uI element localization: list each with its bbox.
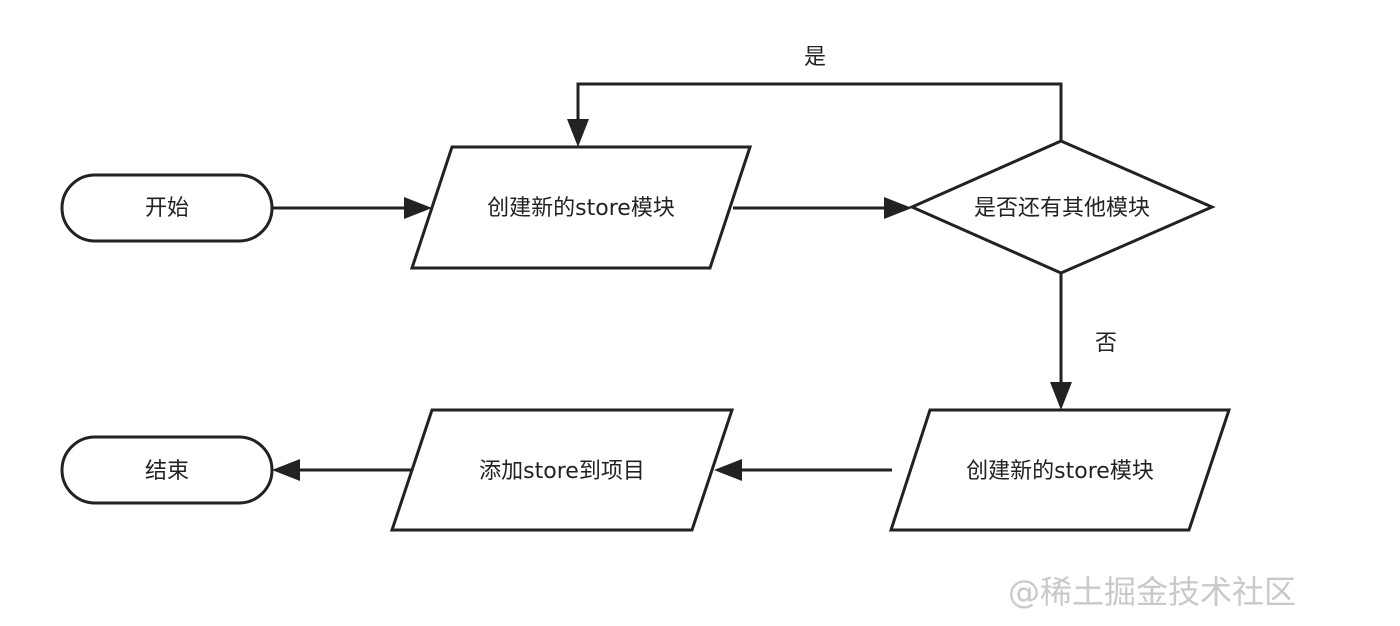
end-label: 结束 (145, 459, 189, 484)
node-create-module-top: 创建新的store模块 (409, 145, 753, 270)
arrowhead-no-down (1050, 382, 1072, 410)
yes-label: 是 (804, 45, 826, 70)
edges (272, 82, 1072, 481)
arrowhead-add (714, 459, 742, 481)
arrowhead-decision (884, 197, 912, 219)
add-to-project-label: 添加store到项目 (479, 459, 645, 484)
node-start: 开始 (60, 173, 274, 243)
node-decision: 是否还有其他模块 (908, 139, 1216, 275)
node-end: 结束 (60, 435, 274, 505)
watermark-text: @稀土掘金技术社区 (1008, 573, 1296, 611)
io-create-module-top (409, 145, 753, 270)
arrowhead-yes-loop (567, 119, 589, 147)
terminator-start (60, 173, 274, 243)
decision-label: 是否还有其他模块 (974, 196, 1150, 221)
create-module-top-label: 创建新的store模块 (487, 196, 675, 221)
node-create-module-bottom: 创建新的store模块 (888, 408, 1232, 532)
terminator-end (60, 435, 274, 505)
arrowhead-end (272, 459, 300, 481)
node-add-to-project: 添加store到项目 (389, 408, 735, 532)
edge-yes-loop (576, 82, 1063, 141)
start-label: 开始 (145, 196, 189, 221)
create-module-bottom-label: 创建新的store模块 (966, 459, 1154, 484)
io-add-to-project (389, 408, 735, 532)
io-create-module-bottom (888, 408, 1232, 532)
arrowhead-create (404, 197, 432, 219)
decision-diamond (908, 139, 1216, 275)
no-label: 否 (1095, 331, 1117, 356)
